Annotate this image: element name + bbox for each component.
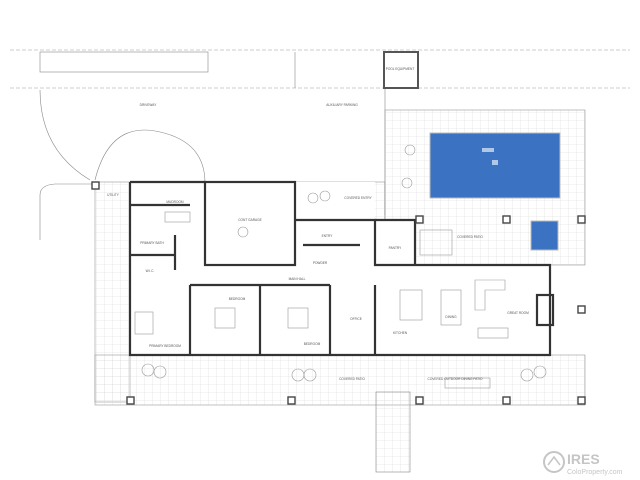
columns bbox=[91, 181, 586, 405]
furniture bbox=[134, 144, 547, 389]
label-garage: CONT GARAGE bbox=[238, 218, 262, 222]
label-bedroom-1: BEDROOM bbox=[229, 297, 246, 301]
label-primary-bedroom: PRIMARY BEDROOM bbox=[149, 344, 181, 348]
label-entry: ENTRY bbox=[322, 234, 334, 238]
label-mudroom: MUDROOM bbox=[166, 200, 184, 204]
label-office: OFFICE bbox=[350, 317, 362, 321]
ires-watermark-logo: IRES ColoProperty.com bbox=[543, 451, 623, 476]
label-covered-entry: COVERED ENTRY bbox=[344, 196, 372, 200]
label-bedroom-2: BEDROOM bbox=[304, 342, 321, 346]
label-covered-patio-upper: COVERED PATIO bbox=[457, 235, 483, 239]
label-driveway: DRIVEWAY bbox=[140, 103, 158, 107]
watermark-site: ColoProperty.com bbox=[567, 469, 623, 476]
label-covered-patio-lower: COVERED PATIO bbox=[339, 377, 365, 381]
label-wic: W.I.C. bbox=[146, 269, 155, 273]
label-dining: DINING bbox=[445, 315, 457, 319]
label-great-room: GREAT ROOM bbox=[507, 311, 529, 315]
label-auxiliary-parking: AUXILIARY PARKING bbox=[326, 103, 358, 107]
label-pantry: PANTRY bbox=[389, 246, 403, 250]
label-outdoor-dining: COVERED OUTDOOR DINING PATIO bbox=[428, 377, 483, 381]
watermark-brand: IRES bbox=[567, 451, 600, 467]
label-kitchen: KITCHEN bbox=[393, 331, 408, 335]
spa bbox=[530, 220, 559, 251]
label-pool-equipment: POOL EQUIPMENT bbox=[386, 67, 415, 71]
label-primary-bath: PRIMARY BATH bbox=[140, 241, 164, 245]
walls bbox=[128, 180, 555, 357]
pool bbox=[429, 132, 561, 199]
label-main-hall: MAIN HALL bbox=[289, 277, 306, 281]
label-utility: UTILITY bbox=[107, 193, 120, 197]
stairs bbox=[375, 391, 411, 473]
label-powder: POWDER bbox=[313, 261, 328, 265]
pool-equipment-room bbox=[383, 51, 419, 89]
